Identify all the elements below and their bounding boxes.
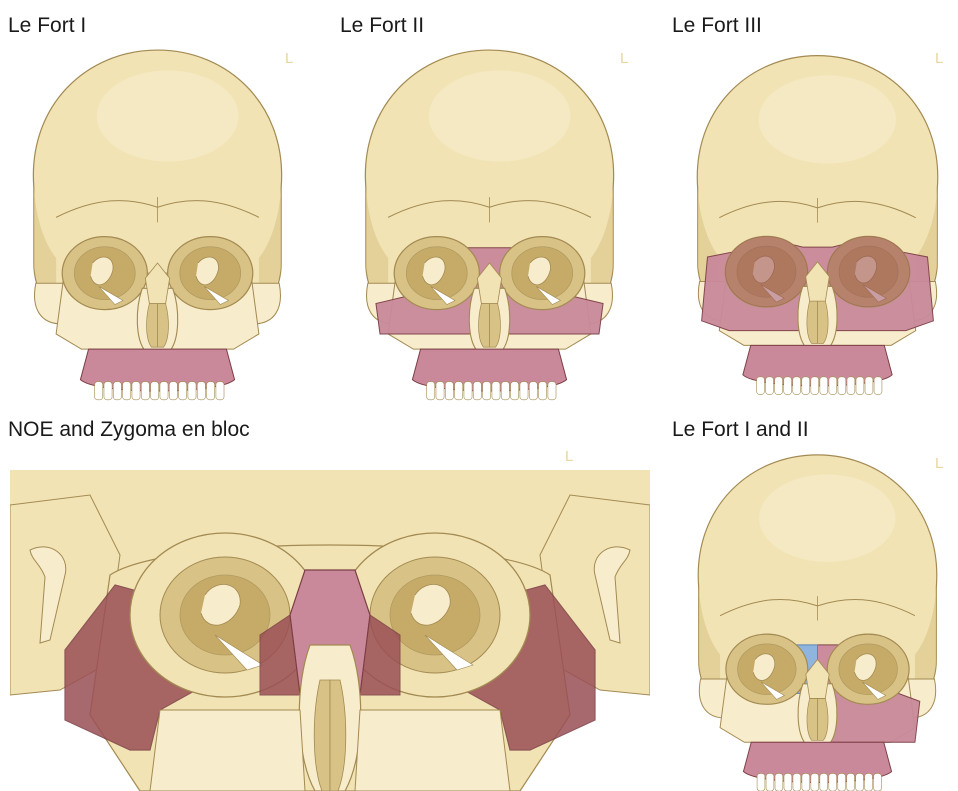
tooth — [539, 382, 547, 400]
tooth — [784, 377, 792, 395]
skull-illustration-lefort1 — [15, 45, 300, 410]
tooth — [197, 382, 205, 400]
nasal-cavity-right — [818, 301, 829, 343]
skull-svg-noe — [10, 465, 650, 791]
tooth — [829, 377, 837, 395]
skull-svg-lefort3 — [680, 45, 955, 410]
tooth — [207, 382, 215, 400]
tooth — [820, 773, 828, 791]
noe-right-maxilla — [355, 710, 510, 791]
panel-title-noe: NOE and Zygoma en bloc — [8, 418, 250, 442]
tooth — [766, 377, 774, 395]
tooth — [820, 377, 828, 395]
nasal-cavity-right — [158, 304, 169, 348]
tooth — [766, 773, 774, 791]
tooth — [529, 382, 537, 400]
tooth — [865, 773, 873, 791]
tooth — [793, 377, 801, 395]
tooth — [455, 382, 463, 400]
tooth — [847, 377, 855, 395]
tooth — [492, 382, 500, 400]
tooth — [874, 773, 882, 791]
tooth — [838, 377, 846, 395]
noe-left-maxilla — [150, 710, 305, 791]
skull-illustration-lefort3 — [680, 45, 955, 410]
panel-title-lefort3: Le Fort III — [672, 14, 762, 38]
nasal-cavity-left — [147, 304, 158, 348]
tooth — [160, 382, 168, 400]
nasal-cavity-left — [807, 301, 818, 343]
skull-svg-lefort1 — [15, 45, 300, 410]
tooth — [548, 382, 556, 400]
tooth — [793, 773, 801, 791]
tooth — [123, 382, 131, 400]
panel-title-lefort2: Le Fort II — [340, 14, 424, 38]
tooth — [802, 773, 810, 791]
tooth — [511, 382, 519, 400]
tooth — [151, 382, 159, 400]
tooth — [811, 377, 819, 395]
tooth — [113, 382, 121, 400]
tooth — [445, 382, 453, 400]
tooth — [501, 382, 509, 400]
skull-svg-lefort2 — [347, 45, 632, 410]
side-marker-noe: L — [565, 448, 573, 465]
tooth — [775, 377, 783, 395]
tooth — [757, 377, 765, 395]
right-orbit-fracture-tint — [827, 236, 910, 307]
nasal-cavity-right — [818, 698, 829, 740]
tooth — [169, 382, 177, 400]
tooth — [188, 382, 196, 400]
tooth — [483, 382, 491, 400]
forehead-highlight — [429, 70, 571, 161]
tooth — [847, 773, 855, 791]
tooth — [141, 382, 149, 400]
forehead-highlight — [759, 474, 895, 562]
tooth — [427, 382, 435, 400]
tooth — [865, 377, 873, 395]
skull-illustration-lefort2 — [347, 45, 632, 410]
panel-title-lefort12: Le Fort I and II — [672, 418, 809, 442]
skull-illustration-noe — [10, 465, 650, 791]
tooth — [464, 382, 472, 400]
tooth — [838, 773, 846, 791]
tooth — [95, 382, 103, 400]
nasal-cavity-left — [479, 304, 490, 348]
skull-illustration-lefort12 — [680, 450, 955, 791]
skull-svg-lefort12 — [680, 450, 955, 791]
panel-title-lefort1: Le Fort I — [8, 14, 86, 38]
tooth — [856, 773, 864, 791]
tooth — [757, 773, 765, 791]
tooth — [874, 377, 882, 395]
nasal-cavity-right — [490, 304, 501, 348]
forehead-highlight — [759, 75, 897, 163]
tooth — [473, 382, 481, 400]
tooth — [856, 377, 864, 395]
tooth — [216, 382, 224, 400]
tooth — [775, 773, 783, 791]
tooth — [829, 773, 837, 791]
tooth — [132, 382, 140, 400]
tooth — [436, 382, 444, 400]
tooth — [520, 382, 528, 400]
tooth — [784, 773, 792, 791]
forehead-highlight — [97, 70, 239, 161]
nasal-cavity-left — [807, 698, 818, 740]
left-orbit-fracture-tint — [725, 236, 808, 307]
tooth — [179, 382, 187, 400]
tooth — [811, 773, 819, 791]
tooth — [104, 382, 112, 400]
tooth — [802, 377, 810, 395]
